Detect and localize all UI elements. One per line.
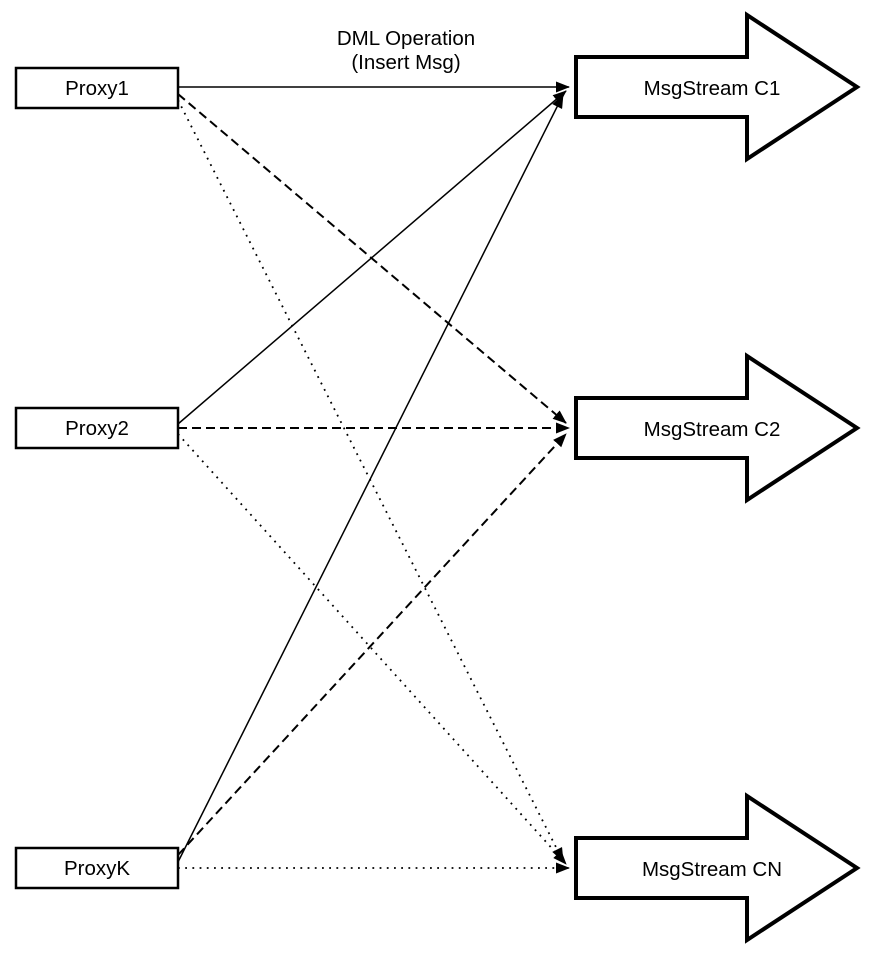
proxy2-label: Proxy2 — [65, 417, 129, 440]
proxy1-label: Proxy1 — [65, 77, 129, 100]
annotation-line1: DML Operation — [337, 27, 475, 50]
connection-proxy1-msgstream-cn — [177, 99, 564, 862]
msgstream-c2-arrow-shape — [574, 352, 861, 504]
connection-proxy1-msgstream-c2 — [177, 93, 567, 424]
msgstream-c1-arrow-shape — [574, 11, 861, 163]
msgstream-cn-label: MsgStream CN — [642, 858, 782, 881]
msgstream-cn-arrow-shape — [574, 792, 861, 944]
proxyk-box — [14, 846, 180, 890]
annotation-line2: (Insert Msg) — [351, 51, 460, 74]
connection-proxyk-msgstream-c2 — [177, 433, 567, 856]
connection-proxyk-msgstream-c1 — [177, 94, 564, 863]
msgstream-c2-label: MsgStream C2 — [644, 418, 781, 441]
proxyk-label: ProxyK — [64, 857, 130, 880]
msgstream-c1-label: MsgStream C1 — [644, 77, 781, 100]
proxy2-box — [14, 406, 180, 450]
proxy1-box — [14, 66, 180, 110]
connection-proxy2-msgstream-cn — [177, 433, 567, 865]
